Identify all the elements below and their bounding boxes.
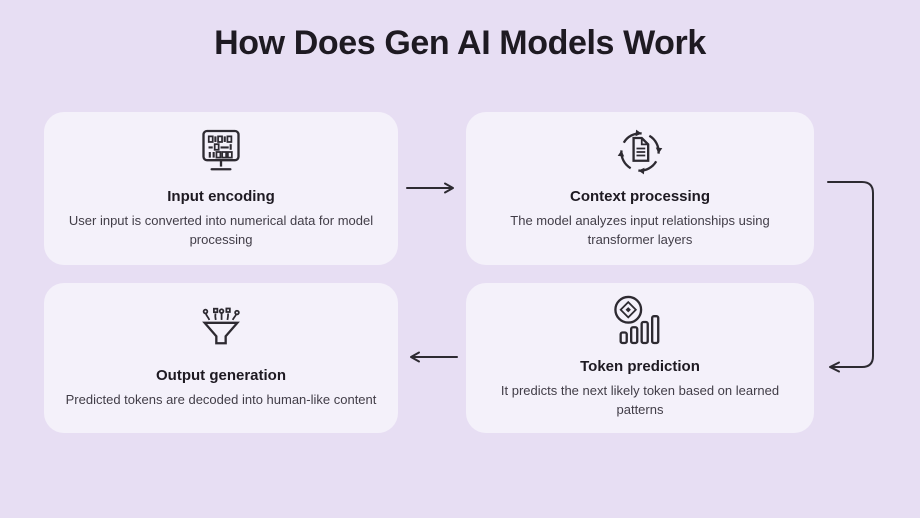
document-refresh-icon [617, 129, 663, 175]
flow-arrow-loop-icon [827, 181, 874, 373]
card-title: Token prediction [580, 357, 700, 375]
funnel-icon [202, 307, 240, 345]
card-description: User input is converted into numerical d… [68, 213, 374, 247]
token-bars-icon [613, 295, 659, 344]
card-description: It predicts the next likely token based … [500, 382, 780, 417]
binary-monitor-icon [202, 129, 240, 171]
card-output-generation: Output generation Predicted tokens are d… [44, 283, 398, 433]
card-description: The model analyzes input relationships u… [510, 213, 770, 247]
card-description: Predicted tokens are decoded into human-… [65, 392, 377, 407]
page-title: How Does Gen AI Models Work [214, 24, 706, 62]
flow-arrow-right-icon [406, 182, 454, 194]
card-title: Context processing [569, 188, 711, 205]
card-context-processing: Context processing The model analyzes in… [466, 112, 814, 265]
card-title: Input encoding [167, 188, 275, 205]
card-title: Output generation [156, 367, 286, 384]
card-input-encoding: Input encoding User input is converted i… [44, 112, 398, 265]
card-token-prediction: Token prediction It predicts the next li… [466, 283, 814, 433]
flow-arrow-left-icon [410, 351, 458, 363]
